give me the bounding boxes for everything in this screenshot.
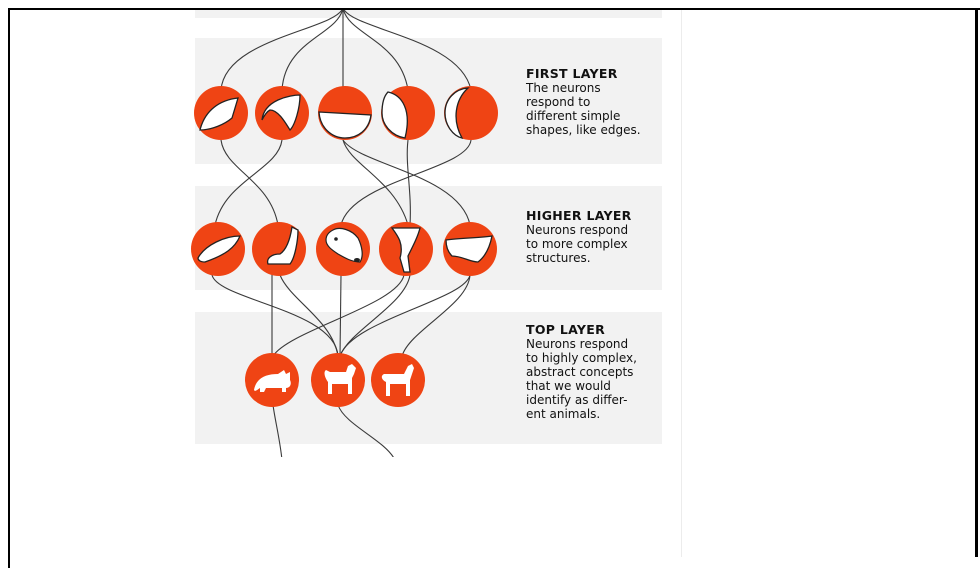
first-layer-neurons bbox=[194, 86, 498, 140]
top-cutoff-band bbox=[195, 10, 662, 18]
higher-layer-desc-line: Neurons respond bbox=[526, 223, 629, 237]
first-layer-label: FIRST LAYER The neurons respond to diffe… bbox=[526, 66, 666, 137]
connection-lines bbox=[211, 10, 472, 457]
top-layer-label: TOP LAYER Neurons respond to highly comp… bbox=[526, 322, 666, 421]
snout-shape-icon bbox=[443, 222, 497, 276]
higher-layer-desc-line: structures. bbox=[526, 251, 591, 265]
horse-silhouette-icon bbox=[371, 353, 425, 407]
top-layer-title: TOP LAYER bbox=[526, 322, 606, 337]
top-layer-desc-line: identify as differ- bbox=[526, 393, 628, 407]
dog-face-icon bbox=[316, 222, 370, 276]
curve-edge-icon bbox=[194, 86, 248, 140]
top-layer-desc-line: that we would bbox=[526, 379, 611, 393]
top-layer-neurons bbox=[245, 353, 425, 407]
top-layer-desc-line: ent animals. bbox=[526, 407, 601, 421]
first-layer-desc-line: shapes, like edges. bbox=[526, 123, 641, 137]
top-layer-desc-line: abstract concepts bbox=[526, 365, 634, 379]
paw-shape-icon bbox=[252, 222, 306, 276]
first-layer-title: FIRST LAYER bbox=[526, 66, 618, 81]
top-layer-desc-line: to highly complex, bbox=[526, 351, 637, 365]
dog-silhouette-icon bbox=[311, 353, 365, 407]
leg-shape-icon bbox=[379, 222, 433, 276]
higher-layer-desc-line: to more complex bbox=[526, 237, 628, 251]
bent-edge-icon bbox=[255, 86, 309, 140]
page-frame-right-edge bbox=[975, 8, 978, 557]
higher-layer-label: HIGHER LAYER Neurons respond to more com… bbox=[526, 208, 666, 265]
first-layer-desc-line: different simple bbox=[526, 109, 621, 123]
first-layer-desc-line: respond to bbox=[526, 95, 591, 109]
top-layer-desc-line: Neurons respond bbox=[526, 337, 629, 351]
cat-silhouette-icon bbox=[245, 353, 299, 407]
crescent-edge-icon bbox=[444, 86, 498, 140]
first-layer-desc-line: The neurons bbox=[526, 81, 601, 95]
arc-edge-icon bbox=[381, 86, 435, 140]
page-frame bbox=[8, 8, 980, 568]
higher-layer-neurons bbox=[191, 222, 497, 276]
ear-shape-icon bbox=[191, 222, 245, 276]
higher-layer-title: HIGHER LAYER bbox=[526, 208, 632, 223]
horizontal-edge-icon bbox=[318, 86, 372, 140]
